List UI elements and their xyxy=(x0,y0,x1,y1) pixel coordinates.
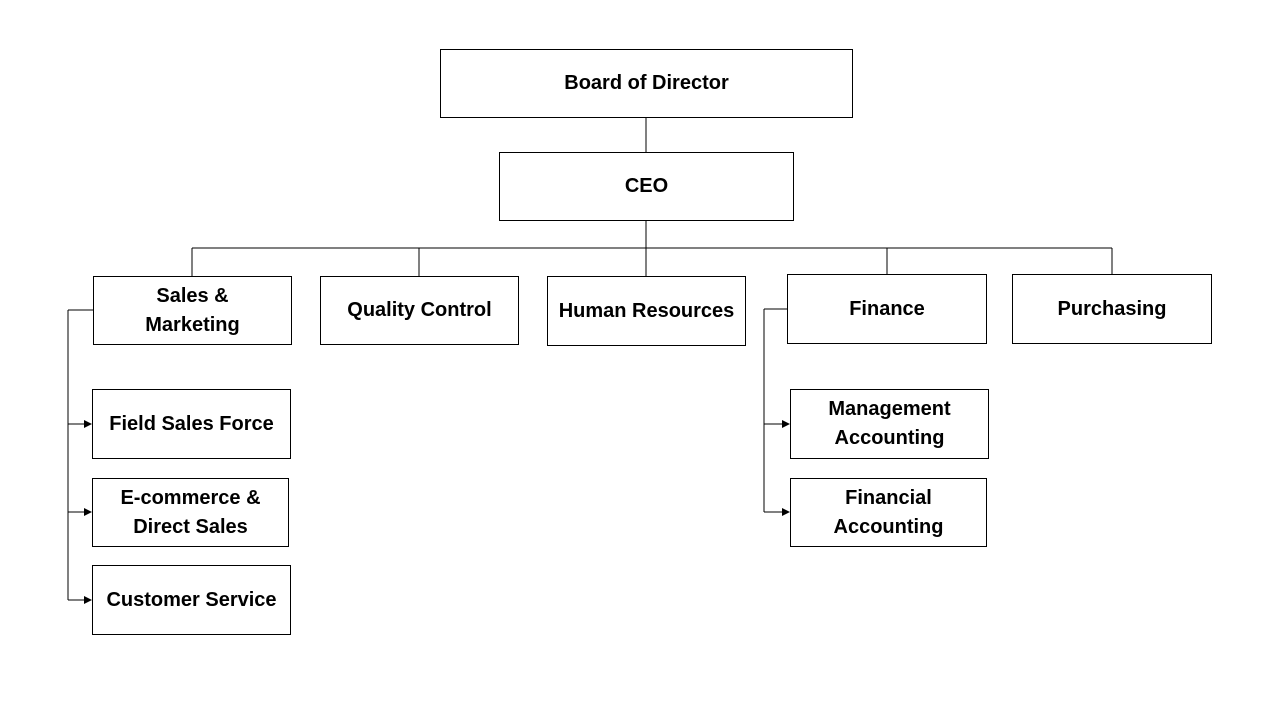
management-accounting-box: Management Accounting xyxy=(790,389,989,459)
customer-service-box: Customer Service xyxy=(92,565,291,635)
sales-marketing-label: Sales & Marketing xyxy=(145,284,240,336)
ecommerce-direct-sales-label: E-commerce & Direct Sales xyxy=(120,486,261,538)
finance-label: Finance xyxy=(849,297,925,320)
quality-control-box: Quality Control xyxy=(320,276,519,345)
ecommerce-direct-sales-box: E-commerce & Direct Sales xyxy=(92,478,289,547)
finance-box: Finance xyxy=(787,274,987,344)
management-accounting-label: Management Accounting xyxy=(828,398,951,449)
financial-accounting-box: Financial Accounting xyxy=(790,478,987,547)
sales-marketing-box: Sales & Marketing xyxy=(93,276,292,345)
field-sales-force-box: Field Sales Force xyxy=(92,389,291,459)
customer-service-label: Customer Service xyxy=(106,588,277,611)
board-of-director-box: Board of Director xyxy=(440,49,853,118)
human-resources-label: Human Resources xyxy=(558,299,735,322)
purchasing-box: Purchasing xyxy=(1012,274,1212,344)
quality-control-label: Quality Control xyxy=(347,299,492,321)
board-of-director-label: Board of Director xyxy=(564,72,729,94)
purchasing-label: Purchasing xyxy=(1057,297,1167,320)
human-resources-box: Human Resources xyxy=(547,276,746,346)
financial-accounting-label: Financial Accounting xyxy=(833,486,944,538)
ceo-box: CEO xyxy=(499,152,794,221)
field-sales-force-label: Field Sales Force xyxy=(109,412,274,435)
ceo-label: CEO xyxy=(624,175,669,197)
